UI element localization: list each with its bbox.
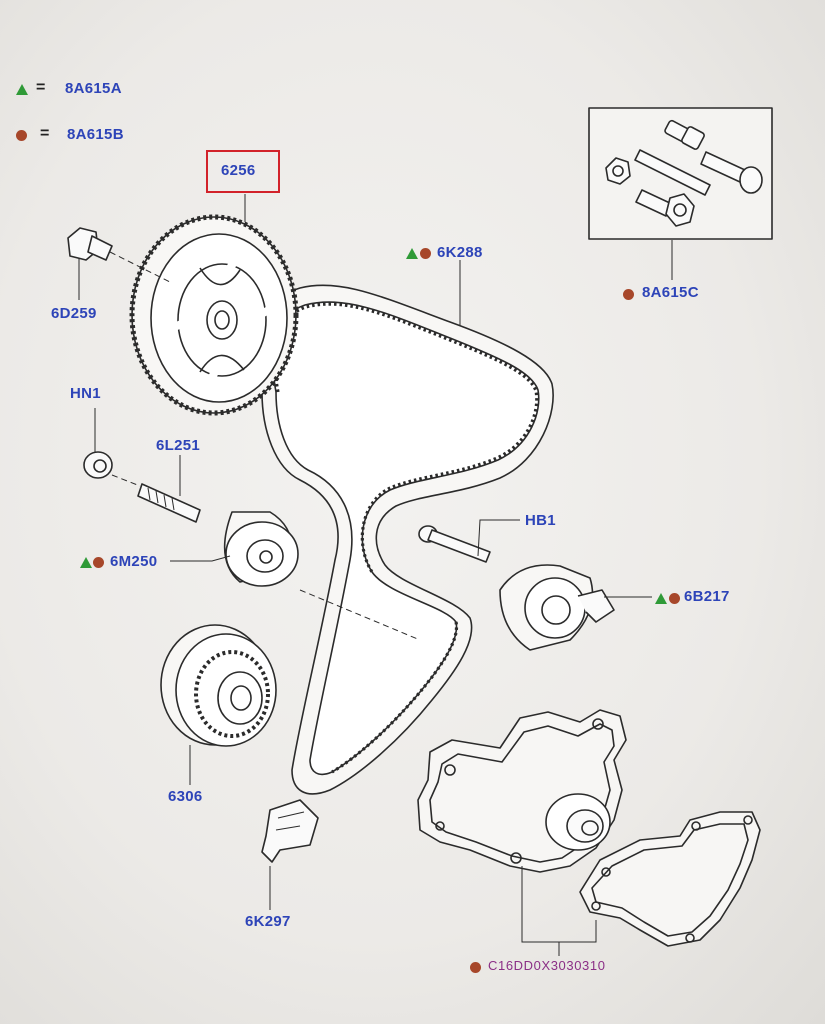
idler-pulley[interactable] — [223, 511, 299, 587]
bolt-kit-box[interactable] — [588, 107, 773, 240]
crankshaft-sprocket[interactable] — [160, 589, 421, 747]
mark-circle-icon — [623, 287, 634, 303]
timing-belt[interactable] — [256, 284, 554, 795]
part-label-6L251[interactable]: 6L251 — [156, 437, 201, 454]
part-label-HB1[interactable]: HB1 — [525, 512, 556, 529]
water-pump-gasket[interactable] — [579, 811, 761, 947]
stud-6l251[interactable] — [137, 483, 201, 523]
legend-circle-icon — [16, 128, 27, 144]
mark-circle-icon — [669, 591, 680, 607]
part-label-6256[interactable]: 6256 — [221, 162, 256, 179]
part-label-C16DD0X3030310[interactable]: C16DD0X3030310 — [488, 958, 606, 973]
sprocket-bolt[interactable] — [67, 227, 171, 283]
selected-part-highlight — [206, 150, 280, 193]
legend-equals-b: = — [40, 125, 50, 142]
part-label-6K288[interactable]: 6K288 — [437, 244, 483, 261]
mark-triangle-icon — [655, 591, 667, 607]
mark-triangle-icon — [406, 246, 418, 262]
part-label-6K297[interactable]: 6K297 — [245, 913, 291, 930]
mark-circle-icon — [470, 960, 481, 976]
part-label-HN1[interactable]: HN1 — [70, 385, 101, 402]
water-pump[interactable] — [417, 709, 627, 873]
mark-triangle-icon — [80, 555, 92, 571]
belt-guide[interactable] — [261, 799, 319, 863]
leader-C16 — [521, 866, 597, 943]
legend-equals-a: = — [36, 79, 46, 96]
tensioner-assembly[interactable] — [418, 525, 615, 651]
part-label-6306[interactable]: 6306 — [168, 788, 203, 805]
mark-circle-icon — [420, 246, 431, 262]
legend-code-a[interactable]: 8A615A — [65, 80, 122, 97]
nut-hn1[interactable] — [83, 451, 141, 487]
leader-6M250 — [170, 555, 231, 562]
legend-code-b[interactable]: 8A615B — [67, 126, 124, 143]
part-label-8A615C[interactable]: 8A615C — [642, 284, 699, 301]
part-label-6D259[interactable]: 6D259 — [51, 305, 97, 322]
mark-circle-icon — [93, 555, 104, 571]
legend-triangle-icon — [16, 82, 28, 98]
part-label-6M250[interactable]: 6M250 — [110, 553, 158, 570]
leader-HB1 — [477, 519, 520, 557]
camshaft-sprocket[interactable] — [129, 214, 299, 416]
part-label-6B217[interactable]: 6B217 — [684, 588, 730, 605]
